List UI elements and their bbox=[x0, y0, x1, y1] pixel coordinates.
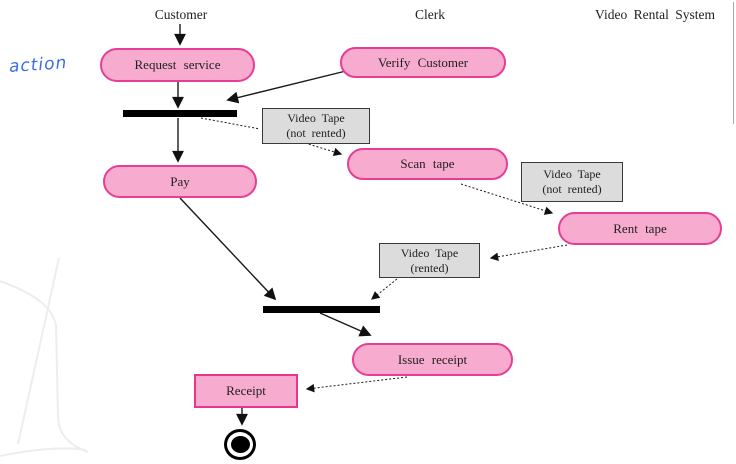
objectflow-issue-receipt-to-receipt bbox=[305, 376, 408, 393]
arrow-pay-to-join bbox=[179, 197, 277, 301]
activity-pay: Pay bbox=[103, 165, 257, 198]
activity-verify-customer: Verify Customer bbox=[340, 47, 506, 78]
arrow-join-to-issue-receipt bbox=[319, 312, 372, 337]
objectflow-fork-to-tape-not-rented-1 bbox=[200, 117, 261, 130]
object-label: Receipt bbox=[226, 383, 266, 398]
sketch-line bbox=[0, 447, 87, 457]
sync-bar-fork bbox=[123, 110, 237, 117]
object-label-line: Video Tape bbox=[287, 111, 345, 125]
final-state-node bbox=[224, 429, 256, 460]
object-video-tape-not-rented-2: Video Tape (not rented) bbox=[521, 162, 623, 202]
lane-header-clerk: Clerk bbox=[415, 7, 445, 22]
sync-bar-join bbox=[263, 306, 380, 313]
object-receipt: Receipt bbox=[194, 374, 298, 408]
final-state-dot bbox=[230, 436, 250, 453]
sketch-line bbox=[0, 280, 89, 453]
objectflow-tape-rented-to-join bbox=[371, 278, 398, 300]
activity-label: Rent tape bbox=[613, 220, 667, 236]
activity-label: Request service bbox=[134, 57, 221, 72]
object-video-tape-not-rented-1: Video Tape (not rented) bbox=[262, 108, 370, 144]
sketch-line bbox=[17, 257, 60, 445]
activity-rent-tape: Rent tape bbox=[558, 212, 722, 245]
object-label-line: (not rented) bbox=[286, 126, 346, 140]
lane-header-customer: Customer bbox=[154, 7, 208, 22]
object-label-line: (rented) bbox=[410, 260, 449, 275]
activity-label: Pay bbox=[170, 173, 190, 189]
activity-request-service: Request service bbox=[100, 48, 255, 82]
object-label-line: (not rented) bbox=[542, 182, 602, 196]
object-label-line: Video Tape bbox=[543, 167, 601, 181]
object-label-line: Video Tape bbox=[400, 245, 459, 260]
activity-label: Verify Customer bbox=[377, 54, 469, 70]
activity-label: Scan tape bbox=[400, 156, 455, 171]
activity-label: Issue receipt bbox=[397, 351, 468, 367]
activity-scan-tape: Scan tape bbox=[347, 148, 508, 180]
objectflow-rent-tape-to-tape-rented bbox=[489, 244, 568, 261]
object-video-tape-rented: Video Tape (rented) bbox=[379, 243, 480, 278]
lane-header-video-rental-system: Video Rental System bbox=[595, 7, 715, 22]
handwritten-action-annotation: action bbox=[8, 52, 68, 78]
objectflow-tape-not-rented-1-to-scan-tape bbox=[304, 142, 343, 156]
activity-issue-receipt: Issue receipt bbox=[352, 343, 513, 376]
page-edge-line bbox=[733, 2, 734, 124]
